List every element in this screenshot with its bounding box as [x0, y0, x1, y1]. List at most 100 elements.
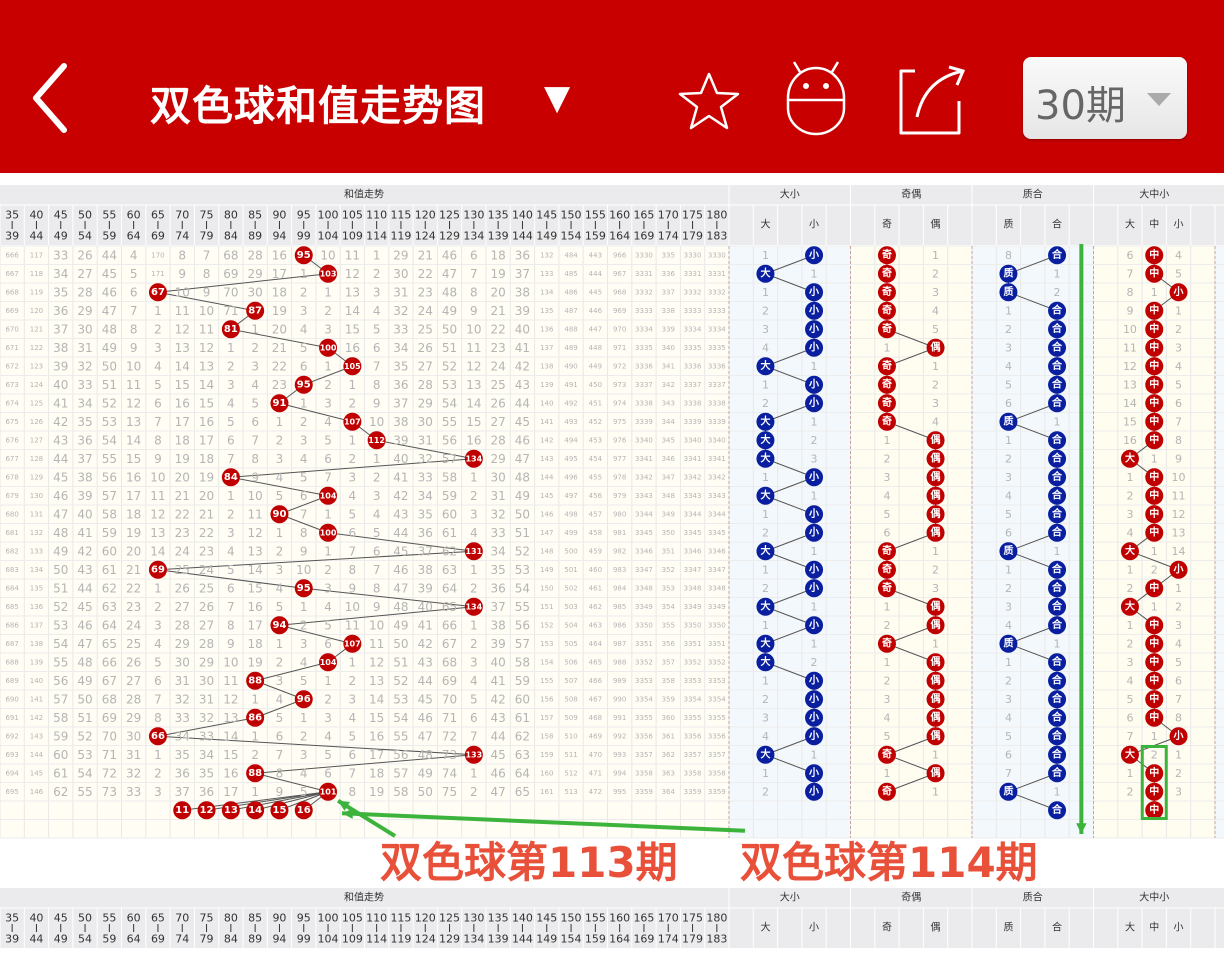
omission-value: 7	[470, 729, 478, 743]
omission-value: 9	[470, 304, 478, 318]
omission-value: 501	[564, 566, 577, 574]
omission-value: 28	[126, 692, 141, 706]
omission-value: 141	[540, 418, 553, 426]
group-ball-label: 中	[1149, 692, 1159, 705]
omission-value: 55	[515, 600, 530, 614]
omission-value: 3356	[635, 732, 653, 740]
group-ball	[1145, 690, 1164, 709]
omission-value: 456	[589, 492, 603, 500]
omission-value: 57	[53, 692, 68, 706]
omission-value: 4	[300, 322, 308, 336]
sum-trend-line	[230, 458, 474, 478]
omission-value: 2	[324, 563, 332, 577]
group-ball	[756, 264, 775, 283]
group-omission-value: 9	[1126, 304, 1133, 317]
omission-value: 10	[369, 415, 384, 429]
group-omission-value: 3	[1175, 785, 1182, 798]
omission-value: 54	[102, 433, 117, 447]
omission-value: 6	[470, 248, 478, 262]
omission-value: 22	[491, 322, 506, 336]
title-dropdown-icon[interactable]: ▼	[544, 78, 571, 118]
omission-value: 3353	[684, 677, 702, 685]
group-omission-value: 1	[1151, 286, 1158, 299]
android-robot-icon[interactable]	[780, 58, 852, 138]
omission-value: 3337	[684, 381, 702, 389]
omission-value: 447	[589, 325, 602, 333]
sum-trend-line	[327, 532, 474, 552]
omission-value: 136	[30, 603, 44, 611]
sum-ball-label: 134	[465, 602, 482, 611]
group-ball-label: 中	[1149, 766, 1159, 779]
omission-value: 9	[373, 396, 381, 410]
header-bottom-range-start: 80	[224, 912, 238, 925]
group-ball-label: 质	[1003, 636, 1013, 649]
omission-value: 5	[300, 470, 308, 484]
omission-value: 3	[300, 304, 308, 318]
omission-value: 60	[102, 544, 117, 558]
omission-value: 126	[30, 418, 44, 426]
omission-value: 3342	[708, 473, 726, 481]
header-bottom-range-start: 170	[658, 912, 679, 925]
group-ball-label: 合	[1051, 248, 1063, 261]
omission-value: 20	[491, 285, 506, 299]
omission-value: 56	[53, 674, 68, 688]
omission-value: 37	[77, 452, 92, 466]
omission-value: 990	[613, 695, 626, 703]
group-ball	[1145, 671, 1164, 690]
sum-ball	[270, 505, 289, 524]
omission-value: 34	[199, 748, 214, 762]
sum-ball	[343, 412, 362, 431]
omission-value: 25	[418, 322, 433, 336]
omission-value: 3336	[635, 362, 653, 370]
group-ball	[1145, 375, 1164, 394]
omission-value: 48	[53, 526, 68, 540]
group-ball	[756, 431, 775, 450]
omission-value: 6	[227, 581, 235, 595]
sum-ball-label: 131	[465, 547, 482, 556]
omission-value: 22	[272, 359, 287, 373]
header-top-group-title: 大中小	[1139, 188, 1169, 201]
group-ball-label: 小	[808, 710, 819, 723]
omission-value: 55	[77, 785, 92, 799]
omission-value: 3	[324, 322, 332, 336]
group-ball	[1145, 246, 1164, 265]
group-ball-label: 偶	[930, 618, 941, 631]
share-icon[interactable]	[893, 63, 969, 137]
background-layer	[0, 185, 1224, 948]
group-ball	[805, 579, 824, 598]
star-icon[interactable]	[676, 70, 742, 132]
period-select[interactable]: 30期	[1023, 57, 1187, 139]
omission-value: 3344	[708, 510, 726, 518]
omission-value: 14	[369, 692, 384, 706]
omission-value: 42	[491, 692, 506, 706]
omission-value: 2	[300, 285, 308, 299]
omission-value: 468	[589, 714, 602, 722]
group-ball-label: 小	[808, 692, 819, 705]
omission-value: 4	[276, 581, 284, 595]
group-omission-value: 2	[1151, 563, 1158, 576]
page-title[interactable]: 双色球和值走势图	[150, 82, 486, 130]
group-omission-value: 1	[1054, 267, 1061, 280]
header-top-range-start: 155	[585, 209, 606, 222]
header-top-range-end: 129	[439, 230, 460, 243]
group-ball-label: 小	[808, 562, 819, 575]
omission-value: 10	[248, 489, 263, 503]
group-ball	[805, 320, 824, 339]
group-ball-label: 小	[808, 285, 819, 298]
omission-value: 361	[662, 732, 675, 740]
omission-value: 4	[470, 674, 478, 688]
group-ball	[877, 246, 896, 265]
omission-value: 3347	[635, 566, 653, 574]
omission-value: 3330	[708, 251, 726, 259]
omission-value: 508	[564, 695, 577, 703]
omission-value: 1	[373, 248, 381, 262]
omission-value: 155	[540, 677, 553, 685]
group-ball-label: 合	[1051, 581, 1063, 594]
prediction-ball-label: 16	[297, 805, 311, 816]
omission-value: 42	[515, 359, 530, 373]
group-omission-value: 1	[811, 600, 818, 613]
omission-value: 42	[53, 415, 68, 429]
omission-value: 7	[203, 248, 211, 262]
back-chevron-icon[interactable]	[30, 62, 70, 134]
header-bottom-range-end: 54	[78, 933, 92, 946]
